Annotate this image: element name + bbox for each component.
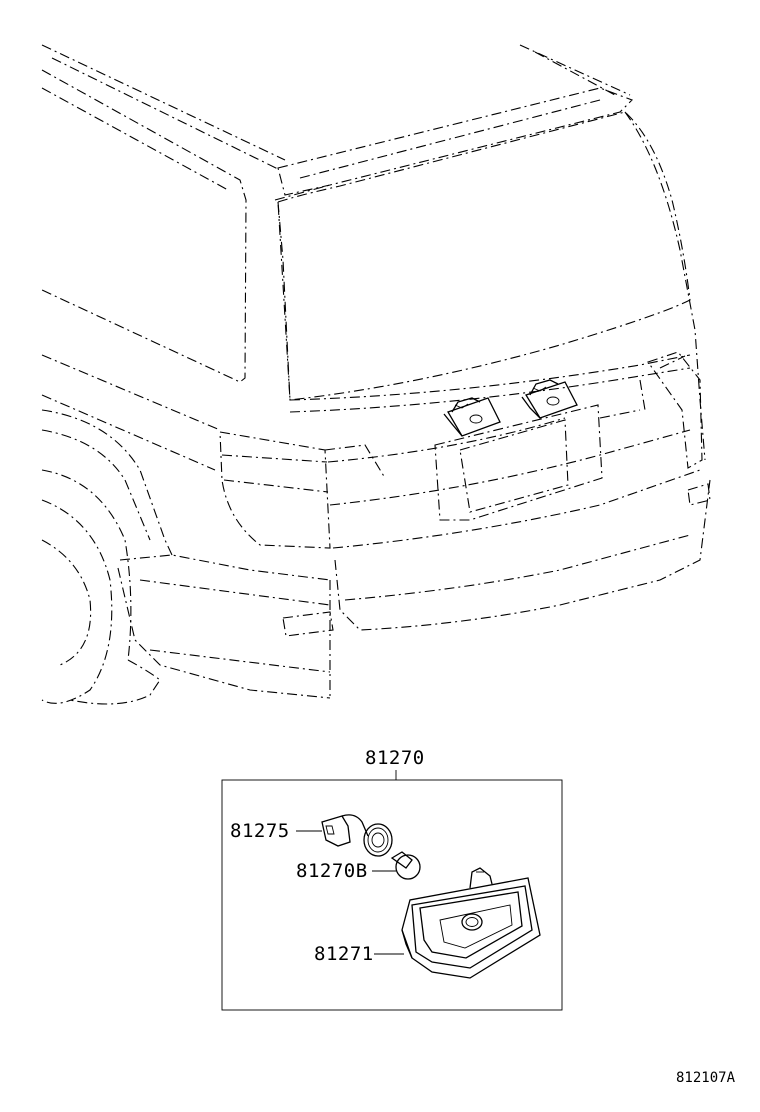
bulb-label: 81270B [296, 860, 368, 882]
license-lamp-right-on-vehicle [521, 379, 578, 419]
socket-label: 81275 [230, 820, 290, 842]
parts-box [221, 779, 563, 1011]
bulb-part: 81270B [296, 851, 421, 882]
assembly-callout: 81270 [221, 747, 563, 1011]
figure-code: 812107A [676, 1070, 736, 1086]
assembly-label: 81270 [365, 747, 425, 769]
lens-housing-part: 81271 [314, 867, 541, 979]
lens-housing-label: 81271 [314, 943, 374, 965]
license-lamp-left-on-vehicle [443, 397, 501, 437]
vehicle-outline [41, 44, 711, 705]
socket-part: 81275 [230, 814, 393, 857]
